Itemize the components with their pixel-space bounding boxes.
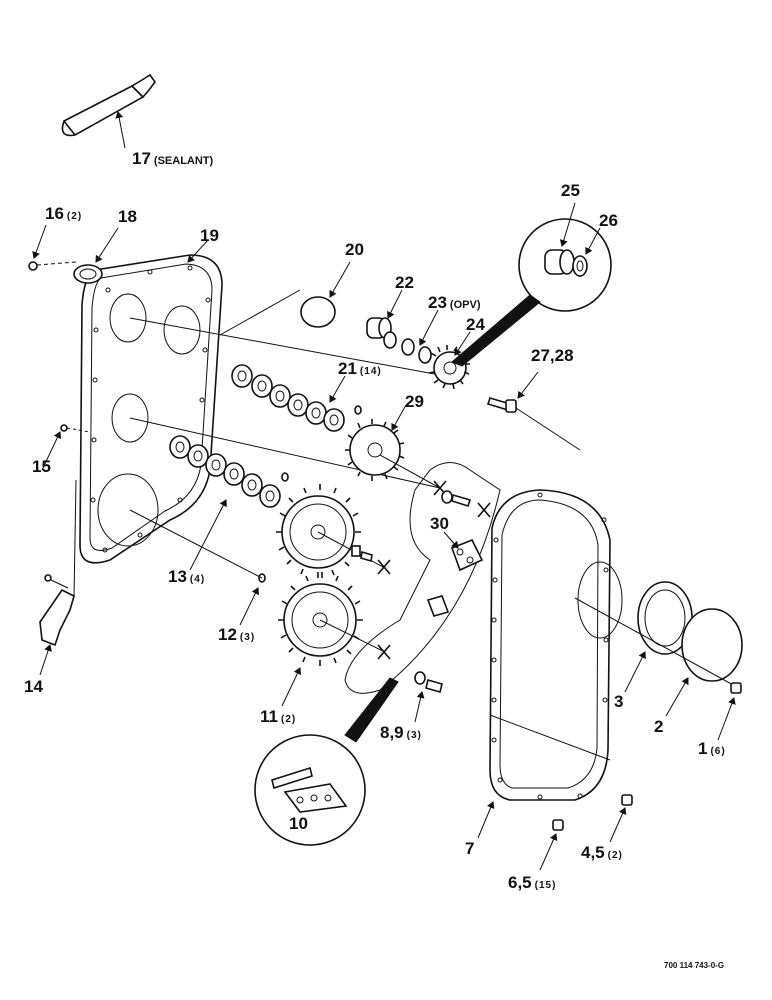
label-23: 23(OPV): [428, 293, 481, 312]
label-20: 20: [345, 240, 364, 259]
connector-link-30: [426, 538, 484, 617]
label-30: 30: [430, 514, 449, 533]
sealant-tube: [61, 73, 156, 137]
label-18: 18: [118, 207, 137, 226]
label-7: 7: [465, 839, 475, 858]
label-3: 3: [614, 692, 624, 711]
bolt-6-5: [552, 819, 564, 831]
inset-chain-detail: [254, 677, 399, 846]
label-21: 21(14): [338, 359, 382, 378]
sprocket-11-upper: [276, 484, 386, 578]
leader-lines: [32, 111, 736, 871]
label-14: 14: [24, 677, 43, 696]
label-6-5: 6,5(15): [508, 873, 557, 892]
outer-cover-7: [489, 489, 623, 801]
label-25: 25: [561, 181, 580, 200]
assembly-markers: [377, 480, 491, 660]
bolt-4-5: [621, 794, 633, 806]
label-17: 17(SEALANT): [132, 149, 214, 168]
inner-housing-plate: [79, 254, 223, 564]
label-2: 2: [654, 717, 664, 736]
bolt-15: [60, 424, 91, 433]
label-16: 16(2): [45, 204, 83, 223]
sprocket-29: [345, 419, 441, 489]
cover-disc-2: [574, 597, 743, 687]
label-13: 13(4): [168, 567, 206, 586]
label-29: 29: [405, 392, 424, 411]
bolt-1: [730, 682, 742, 694]
cover-plate-20: [219, 289, 336, 336]
label-10: 10: [289, 814, 308, 833]
label-15: 15: [32, 457, 51, 476]
bolt-16: [28, 261, 77, 271]
sprocket-11-lower: [129, 509, 386, 666]
label-8-9: 8,9(3): [380, 723, 422, 742]
bolt-27-28: [486, 397, 581, 451]
cover-holes: [491, 492, 609, 800]
label-27-28: 27,28: [531, 346, 574, 365]
label-4-5: 4,5(2): [581, 843, 623, 862]
washers-21: [129, 317, 441, 432]
chain-loop: [344, 462, 501, 694]
drawing-number: 700 114 743-0-G: [664, 961, 725, 970]
washers-13: [129, 417, 441, 508]
label-26: 26: [599, 211, 618, 230]
label-11: 11(2): [260, 707, 297, 726]
seal-18: [73, 264, 103, 284]
bolt-8-9: [414, 671, 443, 693]
label-24: 24: [466, 315, 485, 334]
label-22: 22: [395, 273, 414, 292]
plate-holes: [90, 265, 211, 553]
bracket-14: [39, 479, 77, 647]
label-19: 19: [200, 226, 219, 245]
label-12: 12(3): [218, 625, 256, 644]
label-1: 1(6): [698, 739, 726, 758]
inset-bearing-detail: [451, 218, 612, 367]
hardware-bolts: [351, 490, 472, 563]
